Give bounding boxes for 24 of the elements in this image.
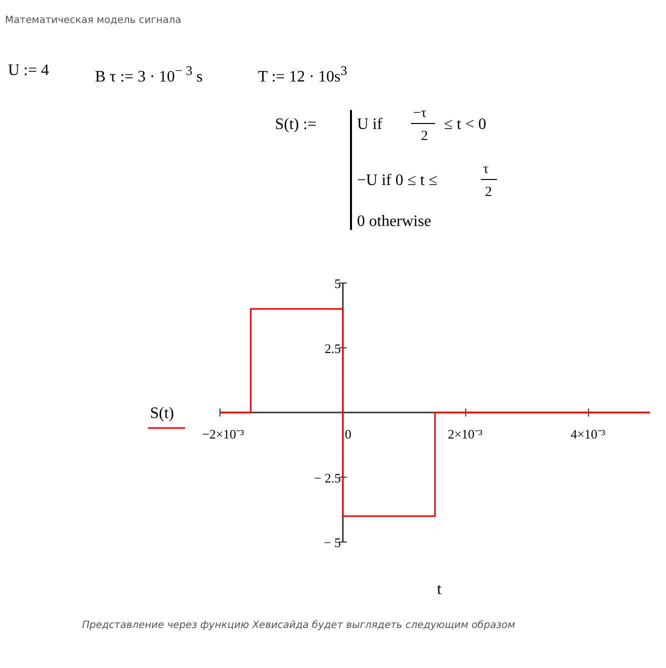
- heading: Математическая модель сигнала: [5, 14, 182, 28]
- tick-label: − 5: [324, 535, 341, 550]
- tick-label: 0: [344, 426, 352, 442]
- math-expression: S(t) :=: [275, 116, 316, 134]
- axis-title: t: [437, 581, 442, 598]
- math-expression: B τ := 3 · 10$^{− 3}$ s: [95, 62, 203, 86]
- tick-label: − 2.5: [314, 470, 341, 486]
- fraction-numerator: −τ: [413, 105, 427, 123]
- math-expression: U if: [357, 116, 382, 134]
- math-expression: U := 4: [8, 62, 50, 80]
- legend-label: S(t): [150, 405, 174, 422]
- tick-label: 5: [334, 276, 341, 291]
- fraction-denominator: 2: [485, 184, 492, 202]
- math-expression: 0 otherwise: [357, 213, 432, 231]
- tick-label: 4×10⁻³: [570, 426, 606, 442]
- caption: Представление через функцию Хевисайда будет выглядеть следующим образом: [82, 619, 516, 633]
- math-expression: −U if 0 ≤ t ≤: [357, 172, 438, 190]
- math-expression: ≤ t < 0: [444, 116, 486, 134]
- tick-label: 2×10⁻³: [448, 426, 482, 442]
- fraction-numerator: τ: [483, 161, 489, 179]
- tick-label: 2.5: [324, 340, 341, 356]
- math-expression: T := 12 · 10s$^{3}$: [258, 62, 348, 86]
- fraction-denominator: 2: [421, 128, 428, 146]
- tick-label: −2×10⁻³: [202, 426, 244, 442]
